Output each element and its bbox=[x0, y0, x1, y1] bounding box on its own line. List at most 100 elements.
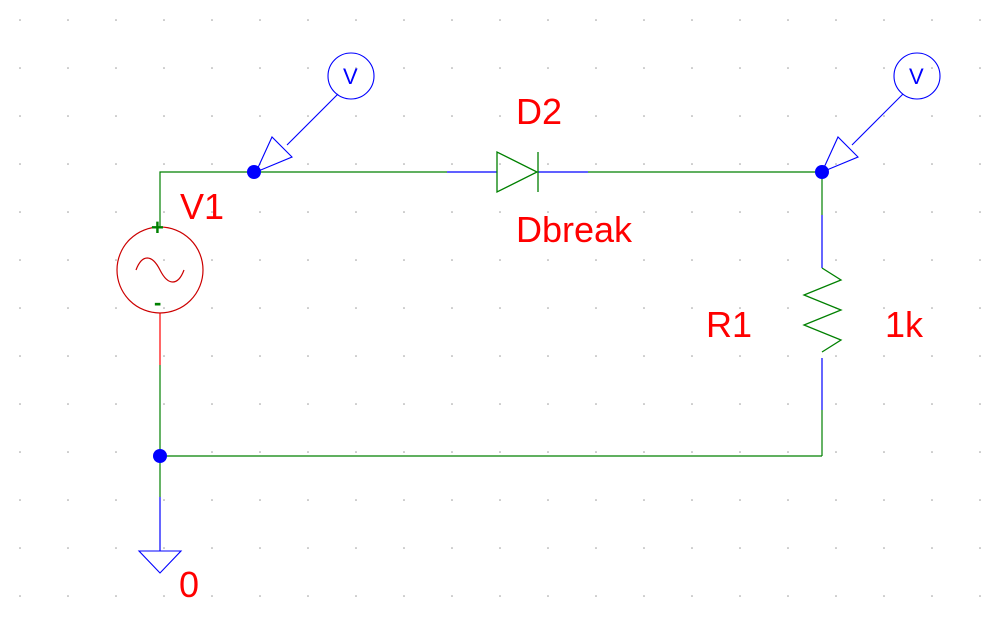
grid-dot bbox=[499, 163, 501, 165]
grid-dot bbox=[19, 403, 21, 405]
grid-dot bbox=[595, 451, 597, 453]
grid-dot bbox=[115, 115, 117, 117]
grid-dot bbox=[931, 259, 933, 261]
grid-dot bbox=[355, 451, 357, 453]
grid-dot bbox=[19, 211, 21, 213]
grid-dot bbox=[403, 211, 405, 213]
grid-dot bbox=[643, 403, 645, 405]
grid-dot bbox=[451, 547, 453, 549]
ground-symbol[interactable] bbox=[137, 550, 183, 574]
grid-dot bbox=[787, 163, 789, 165]
grid-dot bbox=[547, 163, 549, 165]
grid-dot bbox=[67, 67, 69, 69]
grid-dot bbox=[643, 163, 645, 165]
diode-d2[interactable] bbox=[496, 150, 539, 194]
grid-dot bbox=[739, 403, 741, 405]
grid-dot bbox=[307, 211, 309, 213]
grid-dot bbox=[163, 211, 165, 213]
grid-dot bbox=[835, 67, 837, 69]
d2-reference-label[interactable]: D2 bbox=[516, 91, 562, 132]
grid-dot bbox=[355, 19, 357, 21]
grid-dot bbox=[259, 355, 261, 357]
grid-dot bbox=[547, 451, 549, 453]
grid-dot bbox=[643, 115, 645, 117]
r1-value-label[interactable]: 1k bbox=[885, 304, 924, 345]
grid-dot bbox=[115, 307, 117, 309]
grid-dot bbox=[451, 403, 453, 405]
grid-dot bbox=[211, 211, 213, 213]
grid-dot bbox=[931, 403, 933, 405]
grid-dot bbox=[355, 163, 357, 165]
grid-dot bbox=[19, 19, 21, 21]
grid-dot bbox=[163, 547, 165, 549]
grid-dot bbox=[547, 211, 549, 213]
grid-dot bbox=[691, 67, 693, 69]
grid-dot bbox=[787, 259, 789, 261]
junction-dot[interactable] bbox=[247, 165, 261, 179]
grid-dot bbox=[67, 259, 69, 261]
grid-dot bbox=[451, 211, 453, 213]
grid-dot bbox=[739, 211, 741, 213]
grid-dot bbox=[499, 499, 501, 501]
grid-dot bbox=[19, 259, 21, 261]
grid-dot bbox=[643, 259, 645, 261]
junction-dot[interactable] bbox=[815, 165, 829, 179]
grid-dot bbox=[691, 451, 693, 453]
grid-dot bbox=[787, 499, 789, 501]
junction-dot[interactable] bbox=[153, 449, 167, 463]
grid-dot bbox=[835, 259, 837, 261]
d2-model-label[interactable]: Dbreak bbox=[516, 209, 633, 250]
voltage-source-v1[interactable]: + - bbox=[116, 215, 204, 315]
grid-dot bbox=[211, 19, 213, 21]
grid-dot bbox=[403, 19, 405, 21]
wire-v1-top[interactable] bbox=[159, 171, 447, 227]
grid-dot bbox=[595, 259, 597, 261]
grid-dot bbox=[595, 115, 597, 117]
grid-dot bbox=[739, 67, 741, 69]
grid-dot bbox=[19, 451, 21, 453]
grid-dot bbox=[355, 115, 357, 117]
grid-dot bbox=[883, 211, 885, 213]
grid-dot bbox=[211, 115, 213, 117]
grid-dot bbox=[19, 163, 21, 165]
grid-dot bbox=[307, 547, 309, 549]
grid-dot bbox=[691, 163, 693, 165]
grid-dot bbox=[547, 547, 549, 549]
grid-dot bbox=[883, 307, 885, 309]
probe-left-circle bbox=[327, 52, 375, 100]
grid-dot bbox=[739, 451, 741, 453]
ground-net-label[interactable]: 0 bbox=[179, 564, 199, 605]
grid-dot bbox=[979, 499, 981, 501]
v1-plus-sign: + bbox=[151, 215, 164, 240]
grid-dot bbox=[787, 67, 789, 69]
voltage-probe-right[interactable]: V bbox=[820, 52, 941, 174]
voltage-probe-left[interactable]: V bbox=[254, 52, 375, 174]
grid-dot bbox=[931, 19, 933, 21]
grid-dot bbox=[595, 595, 597, 597]
grid-dot bbox=[307, 259, 309, 261]
grid-dot bbox=[787, 115, 789, 117]
grid-dot bbox=[307, 67, 309, 69]
grid-dot bbox=[739, 547, 741, 549]
grid-dot bbox=[739, 499, 741, 501]
grid-dot bbox=[499, 67, 501, 69]
grid-dot bbox=[355, 307, 357, 309]
grid-dot bbox=[403, 403, 405, 405]
grid-dot bbox=[835, 163, 837, 165]
grid-dot bbox=[979, 19, 981, 21]
grid-dot bbox=[691, 403, 693, 405]
grid-dot bbox=[19, 547, 21, 549]
r1-reference-label[interactable]: R1 bbox=[706, 304, 752, 345]
grid-dot bbox=[691, 547, 693, 549]
grid-dot bbox=[883, 19, 885, 21]
grid-dot bbox=[451, 499, 453, 501]
grid-dot bbox=[595, 19, 597, 21]
grid-dot bbox=[259, 19, 261, 21]
grid-dot bbox=[595, 307, 597, 309]
v1-reference-label[interactable]: V1 bbox=[180, 186, 224, 227]
grid-dot bbox=[883, 115, 885, 117]
grid-dot bbox=[115, 595, 117, 597]
resistor-r1[interactable] bbox=[802, 267, 843, 353]
grid-dot bbox=[451, 259, 453, 261]
